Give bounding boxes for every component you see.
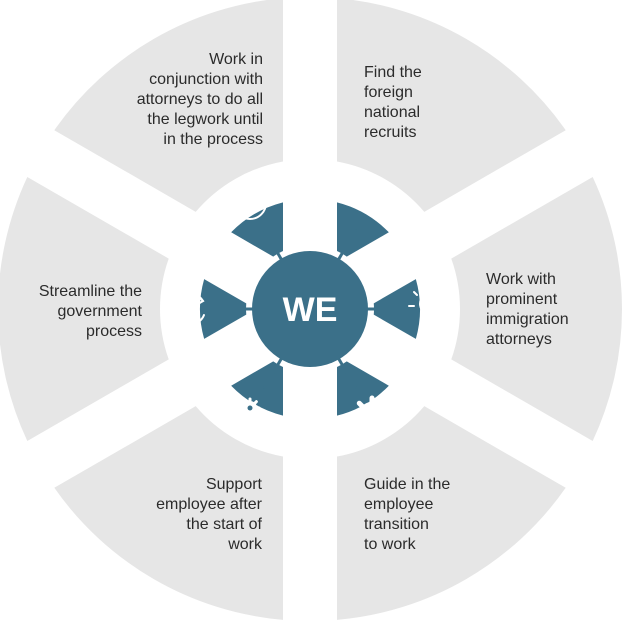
accent-wedge-top-left	[231, 202, 283, 257]
segment-right	[451, 176, 623, 442]
connector-bottom-left	[262, 356, 284, 390]
segment-bottom-right	[337, 406, 566, 620]
segment-text-top-right: Find the foreign national recruits	[364, 64, 422, 141]
segment-top-left	[54, 0, 283, 212]
connector-top-left	[262, 228, 284, 262]
center-circle	[252, 251, 368, 367]
gear-icon	[351, 395, 393, 437]
hand-gear-icon	[231, 397, 268, 432]
accent-wedge-top-right	[337, 202, 389, 257]
accent-wedge-bottom-left	[231, 361, 283, 416]
magnifier-icon	[356, 187, 389, 220]
target-icon	[233, 185, 268, 220]
segment-bottom-left	[54, 406, 284, 620]
segment-left	[0, 176, 169, 442]
lightbulb-icon	[408, 284, 454, 328]
connector-bottom-right	[336, 356, 358, 390]
center-label: WE	[282, 290, 338, 329]
segment-text-bottom-left: Support employee after the start of work	[156, 476, 262, 553]
cycle-icon	[175, 292, 205, 326]
connector-top-right	[336, 228, 358, 262]
segment-text-right: Work with prominent immigration attorney…	[486, 271, 569, 348]
segment-top-right	[337, 0, 566, 212]
segment-text-left: Streamline the government process	[38, 283, 142, 340]
accent-wedge-bottom-right	[337, 361, 389, 416]
segment-text-bottom-right: Guide in the employee transition to work	[364, 476, 451, 553]
segment-text-top-left: Work in conjunction with attorneys to do…	[136, 51, 263, 148]
